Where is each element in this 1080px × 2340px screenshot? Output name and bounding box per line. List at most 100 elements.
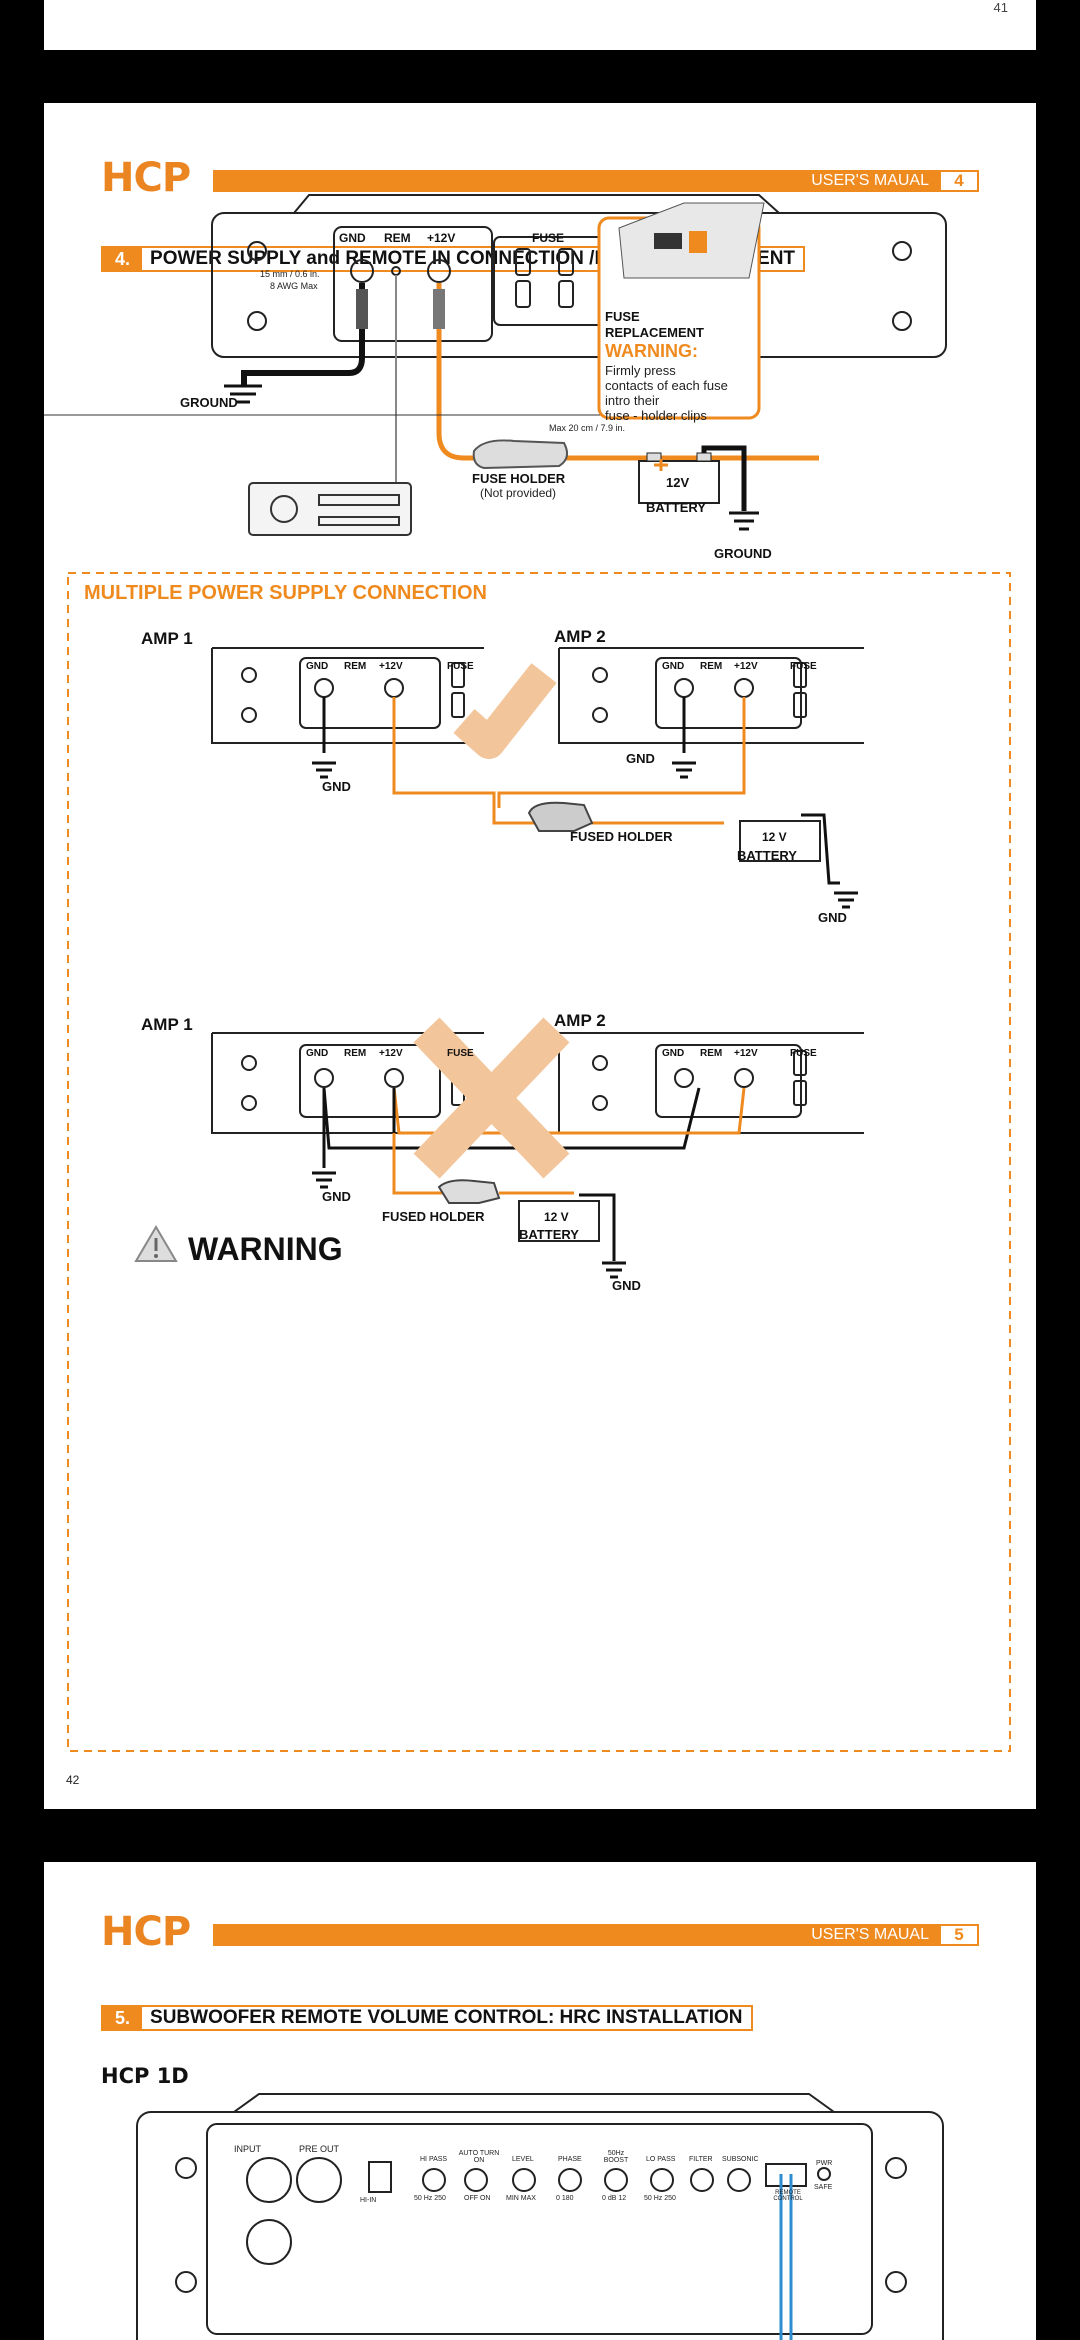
gnd-label-bad-2: GND bbox=[612, 1278, 641, 1293]
footer-page-number: 42 bbox=[66, 1773, 80, 1787]
gnd-label-ok-2: GND bbox=[626, 751, 655, 766]
wire-spec-1: 15 mm / 0.6 in. bbox=[260, 269, 320, 279]
amp2-label-bad: AMP 2 bbox=[554, 1011, 606, 1030]
manual-label-2: USER'S MAUAL bbox=[811, 1926, 929, 1943]
brand-logo-2: HCP bbox=[101, 1909, 191, 1955]
section-number: 4. bbox=[103, 248, 143, 270]
multiple-supply-frame bbox=[67, 572, 1011, 1752]
input-label: INPUT bbox=[234, 2144, 261, 2154]
fuse-text-3: intro their bbox=[605, 393, 660, 408]
fuse-text-2: contacts of each fuse bbox=[605, 378, 728, 393]
boost-scale: 0 dB 12 bbox=[602, 2195, 627, 2202]
filter-label: FILTER bbox=[689, 2156, 713, 2163]
battery-12v-bad: 12 V bbox=[544, 1210, 569, 1224]
auto-off-on: OFF ON bbox=[464, 2195, 491, 2202]
header-bar-2: USER'S MAUAL 5 bbox=[213, 1924, 979, 1946]
battery-label: BATTERY bbox=[646, 500, 706, 515]
v12-label-b2: +12V bbox=[734, 1048, 758, 1059]
gnd-label-ok-1: GND bbox=[322, 779, 351, 794]
phase-label: PHASE bbox=[558, 2156, 582, 2163]
cross-mark bbox=[413, 1017, 570, 1179]
fuse-holder-note: (Not provided) bbox=[480, 486, 557, 500]
manual-page-number-2: 5 bbox=[939, 1924, 979, 1946]
safe-label: SAFE bbox=[814, 2184, 833, 2191]
check-mark bbox=[453, 663, 557, 759]
gnd-label-b2: GND bbox=[662, 1048, 685, 1059]
rem-label: REM bbox=[384, 231, 411, 245]
subsonic-label: SUBSONIC bbox=[722, 2156, 759, 2163]
page-number: 41 bbox=[993, 0, 1008, 15]
gnd-label-a1: GND bbox=[306, 661, 329, 672]
hi-pass-scale: 50 Hz 250 bbox=[414, 2195, 446, 2202]
ground-label-2: GROUND bbox=[714, 546, 772, 561]
page-header-2: HCP USER'S MAUAL 5 bbox=[101, 1912, 979, 1952]
rem-label-a1: REM bbox=[344, 661, 367, 672]
fuse-warning: WARNING: bbox=[605, 341, 698, 361]
amp2-label: AMP 2 bbox=[554, 627, 606, 646]
rem-label-b1: REM bbox=[344, 1048, 367, 1059]
page-42: HCP USER'S MAUAL 4 4. POWER SUPPLY and R… bbox=[44, 103, 1036, 1809]
battery-voltage: 12V bbox=[666, 475, 690, 490]
gnd-label-ok-3: GND bbox=[818, 910, 847, 925]
pwr-label: PWR bbox=[816, 2160, 833, 2167]
head-unit bbox=[248, 482, 412, 536]
auto-turn-on-label: AUTO TURN ON bbox=[458, 2150, 500, 2164]
ground-symbol bbox=[224, 384, 262, 404]
battery-icon bbox=[638, 460, 720, 504]
section-number-5: 5. bbox=[103, 2007, 143, 2029]
rem-label-a2: REM bbox=[700, 661, 723, 672]
section-title-5: SUBWOOFER REMOTE VOLUME CONTROL: HRC INS… bbox=[150, 2007, 743, 2028]
boost-label: 50Hz BOOST bbox=[603, 2150, 629, 2164]
page-header: HCP USER'S MAUAL 4 bbox=[101, 158, 979, 198]
manual-label: USER'S MAUAL bbox=[811, 172, 929, 189]
fused-holder-label: FUSED HOLDER bbox=[570, 829, 673, 844]
v12-label-a1: +12V bbox=[379, 661, 403, 672]
battery-label-bad: BATTERY bbox=[519, 1227, 579, 1242]
manual-page-number: 4 bbox=[939, 170, 979, 192]
rem-label-b2: REM bbox=[700, 1048, 723, 1059]
fuse-text-4: fuse - holder clips bbox=[605, 408, 707, 423]
page-41-bottom: 41 bbox=[44, 0, 1036, 50]
fuse-holder-icon bbox=[472, 439, 569, 470]
max-distance: Max 20 cm / 7.9 in. bbox=[549, 423, 626, 433]
ground-label: GROUND bbox=[180, 395, 238, 410]
brand-logo: HCP bbox=[101, 155, 191, 201]
page-43: HCP USER'S MAUAL 5 5. SUBWOOFER REMOTE V… bbox=[44, 1862, 1036, 2340]
fuse-label-a2: FUSE bbox=[790, 661, 817, 672]
v12-label: +12V bbox=[427, 231, 456, 245]
hi-in-label: HI-IN bbox=[360, 2197, 377, 2204]
battery-label-ok: BATTERY bbox=[737, 848, 797, 863]
wire-spec-2: 8 AWG Max bbox=[270, 281, 318, 291]
lo-pass-scale: 50 Hz 250 bbox=[644, 2195, 676, 2202]
gnd-label: GND bbox=[339, 231, 366, 245]
hrc-diagram bbox=[136, 2093, 944, 2340]
fuse-text-1: Firmly press bbox=[605, 363, 676, 378]
gnd-label-b1: GND bbox=[306, 1048, 329, 1059]
fuse-label-b1: FUSE bbox=[447, 1048, 474, 1059]
fuse-label-b2: FUSE bbox=[790, 1048, 817, 1059]
fused-holder-label-bad: FUSED HOLDER bbox=[382, 1209, 485, 1224]
hi-pass-label: HI PASS bbox=[420, 2156, 448, 2163]
amp1-label: AMP 1 bbox=[141, 629, 193, 648]
multi-title: MULTIPLE POWER SUPPLY CONNECTION bbox=[84, 582, 487, 604]
level-scale: MIN MAX bbox=[506, 2195, 536, 2202]
battery-12v: 12 V bbox=[762, 830, 787, 844]
fuse-label-a1: FUSE bbox=[447, 661, 474, 672]
warning-heading: WARNING bbox=[188, 1231, 343, 1267]
phase-scale: 0 180 bbox=[556, 2195, 574, 2202]
fuse-label: FUSE bbox=[532, 231, 565, 245]
lo-pass-label: LO PASS bbox=[646, 2156, 676, 2163]
fuse-holder-label: FUSE HOLDER bbox=[472, 471, 566, 486]
power-diagram bbox=[44, 194, 1011, 1752]
v12-label-b1: +12V bbox=[379, 1048, 403, 1059]
amp1-label-bad: AMP 1 bbox=[141, 1015, 193, 1034]
remote-control-label: REMOTE CONTROL bbox=[773, 2190, 803, 2202]
gnd-label-a2: GND bbox=[662, 661, 685, 672]
fuse-replacement-title-2: REPLACEMENT bbox=[605, 325, 704, 340]
v12-label-a2: +12V bbox=[734, 661, 758, 672]
model-name: HCP 1D bbox=[101, 2064, 189, 2088]
level-label: LEVEL bbox=[512, 2156, 534, 2163]
amplifier-chassis bbox=[211, 212, 947, 358]
fuse-replacement-title-1: FUSE bbox=[605, 309, 640, 324]
header-bar: USER'S MAUAL 4 bbox=[213, 170, 979, 192]
